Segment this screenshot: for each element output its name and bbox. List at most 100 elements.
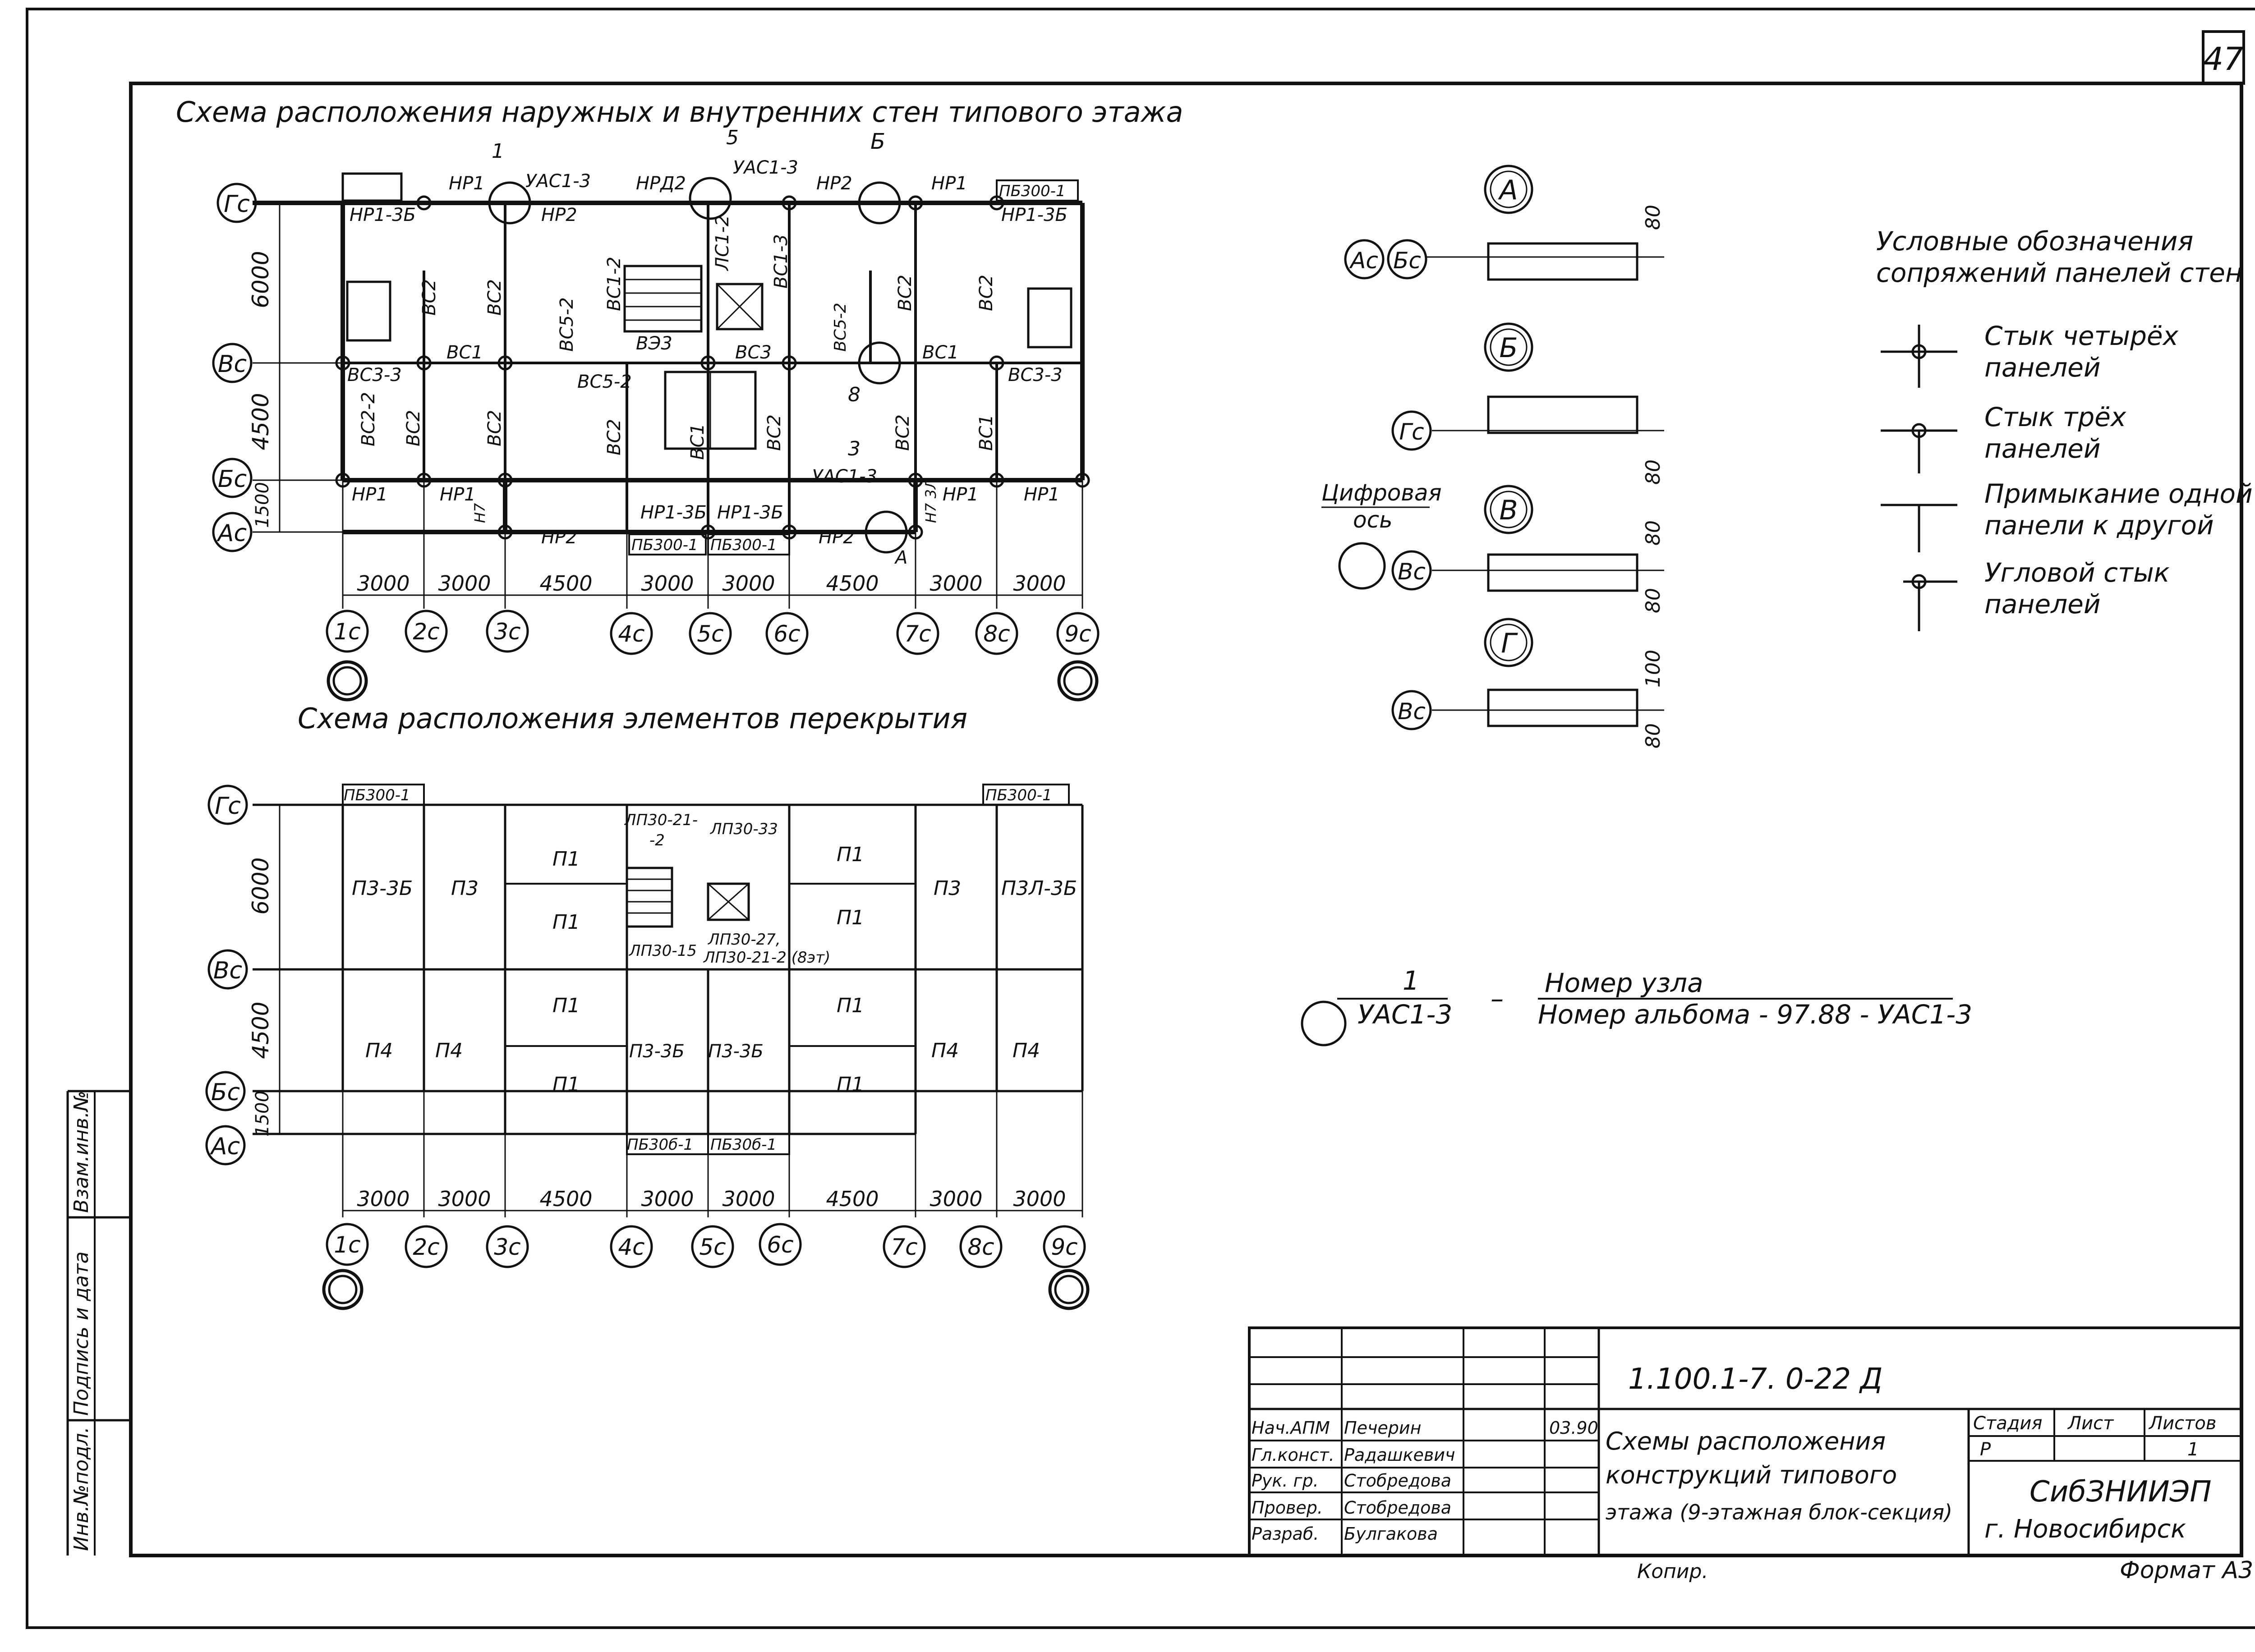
svg-text:Примыкание одной: Примыкание одной bbox=[1984, 478, 2253, 509]
svg-text:Цифровая: Цифровая bbox=[1321, 480, 1442, 506]
svg-text:НР1: НР1 bbox=[449, 173, 485, 194]
svg-text:ВС1: ВС1 bbox=[976, 414, 997, 451]
svg-text:ПБ30б-1: ПБ30б-1 bbox=[710, 1136, 777, 1154]
drawing-frame bbox=[129, 82, 2243, 1557]
svg-text:Бс: Бс bbox=[211, 1079, 240, 1106]
svg-text:Ас: Ас bbox=[210, 1133, 240, 1160]
svg-text:Ас: Ас bbox=[1349, 248, 1378, 274]
svg-text:7с: 7с bbox=[904, 621, 931, 647]
svg-text:Рук. гр.: Рук. гр. bbox=[1252, 1471, 1319, 1491]
svg-text:Н7: Н7 bbox=[471, 503, 488, 523]
svg-text:3с: 3с bbox=[494, 1234, 520, 1260]
svg-text:Провер.: Провер. bbox=[1252, 1498, 1323, 1518]
svg-text:3000: 3000 bbox=[438, 1187, 491, 1211]
svg-text:ВС2: ВС2 bbox=[895, 275, 916, 311]
svg-text:80: 80 bbox=[1642, 459, 1665, 485]
svg-text:УАС1-3: УАС1-3 bbox=[733, 157, 798, 178]
svg-text:Б: Б bbox=[1499, 332, 1518, 364]
svg-text:1500: 1500 bbox=[252, 482, 273, 528]
svg-text:НР1: НР1 bbox=[1024, 484, 1060, 505]
svg-text:панели к другой: панели к другой bbox=[1984, 510, 2214, 541]
svg-text:2с: 2с bbox=[413, 619, 439, 645]
svg-text:Р: Р bbox=[1980, 1439, 1991, 1460]
svg-text:ВС1: ВС1 bbox=[446, 342, 483, 363]
svg-text:3000: 3000 bbox=[722, 571, 775, 596]
svg-text:Вс: Вс bbox=[1398, 698, 1426, 725]
svg-text:ВС1-3: ВС1-3 bbox=[771, 234, 792, 289]
svg-text:П4: П4 bbox=[931, 1039, 959, 1062]
plan1-row-axes: Гс Вс Бс Ас bbox=[212, 183, 257, 552]
svg-text:НР1: НР1 bbox=[931, 173, 967, 194]
svg-text:ЛП30-33: ЛП30-33 bbox=[709, 820, 778, 838]
svg-text:П1: П1 bbox=[552, 911, 580, 934]
svg-text:НР1-3Б: НР1-3Б bbox=[1001, 205, 1068, 225]
svg-text:ВС3-3: ВС3-3 bbox=[1008, 365, 1063, 385]
svg-text:-2: -2 bbox=[649, 831, 665, 849]
svg-text:НРД2: НРД2 bbox=[636, 173, 686, 194]
svg-text:4500: 4500 bbox=[539, 571, 592, 596]
svg-text:1: 1 bbox=[2187, 1439, 2199, 1460]
svg-text:НР2: НР2 bbox=[819, 527, 855, 548]
svg-text:А: А bbox=[894, 547, 907, 568]
legend: Условные обозначения сопряжений панелей … bbox=[1876, 226, 2253, 631]
node-note: 1 УАС1-3 – Номер узла Номер альбома - 97… bbox=[1301, 965, 1972, 1046]
svg-text:Стобредова: Стобредова bbox=[1344, 1471, 1451, 1491]
svg-text:УАС1-3: УАС1-3 bbox=[1358, 999, 1452, 1030]
svg-text:3000: 3000 bbox=[1013, 571, 1066, 596]
svg-text:г. Новосибирск: г. Новосибирск bbox=[1984, 1514, 2186, 1544]
svg-text:П1: П1 bbox=[837, 1073, 864, 1096]
svg-text:1500: 1500 bbox=[252, 1091, 273, 1137]
svg-text:6000: 6000 bbox=[248, 857, 274, 914]
svg-text:этажа (9-этажная блок-секция): этажа (9-этажная блок-секция) bbox=[1606, 1500, 1952, 1524]
plan1-title: Схема расположения наружных и внутренних… bbox=[176, 96, 1183, 128]
svg-text:ВС1: ВС1 bbox=[922, 342, 959, 363]
svg-text:Номер альбома - 97.88 - УАС1-3: Номер альбома - 97.88 - УАС1-3 bbox=[1538, 999, 1972, 1030]
svg-text:Н7 3Л: Н7 3Л bbox=[922, 478, 939, 523]
plan2-col-dims: 3000 3000 4500 3000 3000 4500 3000 3000 bbox=[357, 1187, 1066, 1211]
svg-text:Г: Г bbox=[1501, 628, 1518, 659]
svg-text:УАС1-3: УАС1-3 bbox=[525, 171, 591, 192]
svg-text:1: 1 bbox=[492, 140, 504, 163]
svg-text:ЛП30-27,: ЛП30-27, bbox=[707, 931, 781, 949]
svg-text:03.90: 03.90 bbox=[1549, 1418, 1598, 1438]
svg-text:Лист: Лист bbox=[2067, 1413, 2114, 1434]
svg-text:сопряжений панелей стен: сопряжений панелей стен bbox=[1876, 257, 2242, 288]
svg-text:Номер узла: Номер узла bbox=[1545, 968, 1703, 998]
svg-text:Гс: Гс bbox=[224, 191, 250, 218]
svg-text:ПБ300-1: ПБ300-1 bbox=[631, 536, 698, 554]
svg-text:7с: 7с bbox=[891, 1234, 917, 1260]
svg-text:80: 80 bbox=[1642, 520, 1665, 546]
svg-text:ВС2: ВС2 bbox=[893, 414, 913, 451]
svg-text:100: 100 bbox=[1642, 650, 1665, 688]
svg-text:СибЗНИИЭП: СибЗНИИЭП bbox=[2030, 1475, 2211, 1509]
svg-text:3000: 3000 bbox=[438, 571, 491, 596]
svg-text:9с: 9с bbox=[1051, 1234, 1077, 1260]
svg-text:5с: 5с bbox=[697, 621, 723, 647]
svg-text:1с: 1с bbox=[334, 1232, 360, 1258]
svg-text:П1: П1 bbox=[552, 994, 580, 1017]
svg-text:панелей: панелей bbox=[1984, 433, 2101, 464]
svg-text:ЛП30-21-: ЛП30-21- bbox=[624, 811, 698, 829]
svg-text:ВС5-2: ВС5-2 bbox=[557, 297, 577, 352]
svg-text:НР1: НР1 bbox=[440, 484, 476, 505]
svg-text:3000: 3000 bbox=[641, 1187, 694, 1211]
svg-text:П1: П1 bbox=[552, 1073, 580, 1096]
svg-text:Радашкевич: Радашкевич bbox=[1344, 1445, 1455, 1465]
svg-text:Стык трёх: Стык трёх bbox=[1984, 402, 2126, 432]
svg-text:А: А bbox=[1497, 174, 1518, 206]
svg-text:УАС1-3: УАС1-3 bbox=[812, 466, 877, 487]
svg-text:Условные обозначения: Условные обозначения bbox=[1876, 226, 2193, 257]
svg-text:ВС1-2: ВС1-2 bbox=[604, 257, 625, 311]
svg-text:Б: Б bbox=[870, 129, 885, 154]
svg-text:панелей: панелей bbox=[1984, 589, 2101, 620]
svg-text:6с: 6с bbox=[767, 1232, 793, 1258]
plan1-col-dims: 3000 3000 4500 3000 3000 4500 3000 3000 bbox=[357, 571, 1066, 596]
svg-text:панелей: панелей bbox=[1984, 352, 2101, 383]
plan2-element-labels: ПБ300-1 ПБ300-1 П3-3Б П3 П1 П1 ЛП30-21- … bbox=[344, 786, 1077, 1154]
plan1-element-labels: НР1-3Б НР1 НР2 НРД2 НР2 НР1 ПБ300-1 НР1-… bbox=[347, 126, 1068, 568]
svg-text:2с: 2с bbox=[413, 1234, 439, 1260]
svg-text:ВС5-2: ВС5-2 bbox=[577, 372, 632, 392]
svg-text:4500: 4500 bbox=[826, 571, 879, 596]
svg-text:НР1-3Б: НР1-3Б bbox=[717, 502, 783, 523]
svg-text:НР1-3Б: НР1-3Б bbox=[640, 502, 707, 523]
